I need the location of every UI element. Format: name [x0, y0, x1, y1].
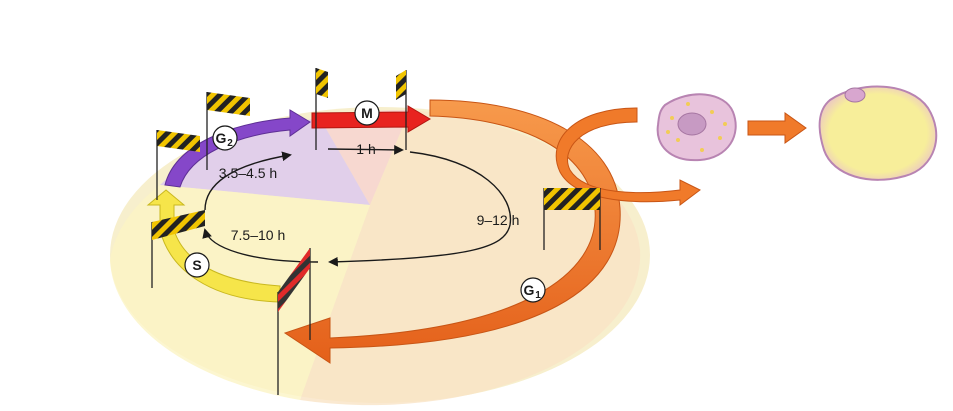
phase-label-m: M: [355, 101, 379, 125]
phase-label-g1: G 1: [521, 278, 545, 302]
duration-g2: 3.5–4.5 h: [219, 165, 277, 181]
svg-text:S: S: [192, 257, 201, 273]
svg-text:G: G: [524, 282, 535, 298]
svg-text:1: 1: [535, 290, 541, 301]
duration-m: 1 h: [356, 141, 375, 157]
duration-g1: 9–12 h: [477, 212, 520, 228]
large-cell-nucleus: [845, 88, 865, 102]
svg-text:M: M: [361, 105, 373, 121]
small-cell-nucleus: [678, 113, 706, 135]
phase-label-g2: G 2: [213, 126, 237, 150]
svg-text:2: 2: [227, 138, 233, 149]
duration-s: 7.5–10 h: [231, 227, 286, 243]
svg-text:G: G: [216, 130, 227, 146]
small-cell: [658, 94, 736, 160]
phase-label-s: S: [185, 253, 209, 277]
growth-arrow: [748, 113, 806, 143]
large-cell: [820, 87, 937, 180]
